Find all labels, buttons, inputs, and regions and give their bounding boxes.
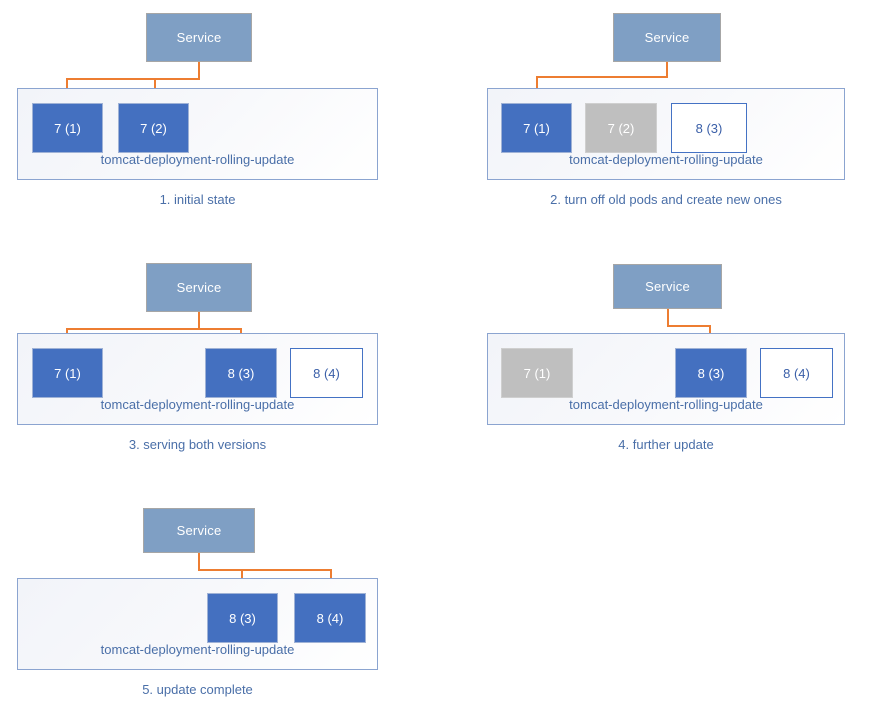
deployment-label: tomcat-deployment-rolling-update bbox=[100, 397, 295, 412]
connector-stem bbox=[667, 309, 669, 327]
connector-bus bbox=[536, 76, 668, 78]
service-box[interactable]: Service bbox=[143, 508, 255, 553]
pod-box[interactable]: 8 (3) bbox=[671, 103, 747, 153]
panel-caption: 1. initial state bbox=[159, 192, 236, 207]
pod-box[interactable]: 7 (1) bbox=[32, 103, 103, 153]
deployment-label: tomcat-deployment-rolling-update bbox=[100, 152, 295, 167]
service-box[interactable]: Service bbox=[146, 13, 252, 62]
service-box[interactable]: Service bbox=[613, 264, 722, 309]
connector-stem bbox=[198, 553, 200, 571]
service-box[interactable]: Service bbox=[146, 263, 252, 312]
connector-stem bbox=[198, 312, 200, 330]
pod-box[interactable]: 7 (1) bbox=[32, 348, 103, 398]
pod-box[interactable]: 7 (1) bbox=[501, 103, 572, 153]
pod-box[interactable]: 8 (3) bbox=[675, 348, 747, 398]
connector-branch-1 bbox=[66, 78, 68, 96]
pod-box[interactable]: 7 (2) bbox=[585, 103, 657, 153]
panel-caption: 4. further update bbox=[618, 437, 714, 452]
service-box[interactable]: Service bbox=[613, 13, 721, 62]
connector-bus bbox=[66, 328, 242, 330]
connector-bus bbox=[198, 569, 332, 571]
connector-stem bbox=[666, 62, 668, 78]
pod-box[interactable]: 8 (4) bbox=[290, 348, 363, 398]
pod-box[interactable]: 8 (3) bbox=[205, 348, 277, 398]
panel-caption: 2. turn off old pods and create new ones bbox=[550, 192, 782, 207]
deployment-label: tomcat-deployment-rolling-update bbox=[569, 397, 763, 412]
pod-box[interactable]: 7 (1) bbox=[501, 348, 573, 398]
deployment-label: tomcat-deployment-rolling-update bbox=[569, 152, 763, 167]
connector-bus bbox=[667, 325, 711, 327]
pod-box[interactable]: 8 (4) bbox=[760, 348, 833, 398]
pod-box[interactable]: 8 (3) bbox=[207, 593, 278, 643]
connector-bus bbox=[66, 78, 200, 80]
connector-stem bbox=[198, 62, 200, 80]
pod-box[interactable]: 8 (4) bbox=[294, 593, 366, 643]
deployment-label: tomcat-deployment-rolling-update bbox=[100, 642, 295, 657]
connector-branch-2 bbox=[154, 78, 156, 96]
panel-caption: 3. serving both versions bbox=[128, 437, 267, 452]
pod-box[interactable]: 7 (2) bbox=[118, 103, 189, 153]
panel-caption: 5. update complete bbox=[142, 682, 253, 697]
connector-branch-1 bbox=[536, 76, 538, 96]
